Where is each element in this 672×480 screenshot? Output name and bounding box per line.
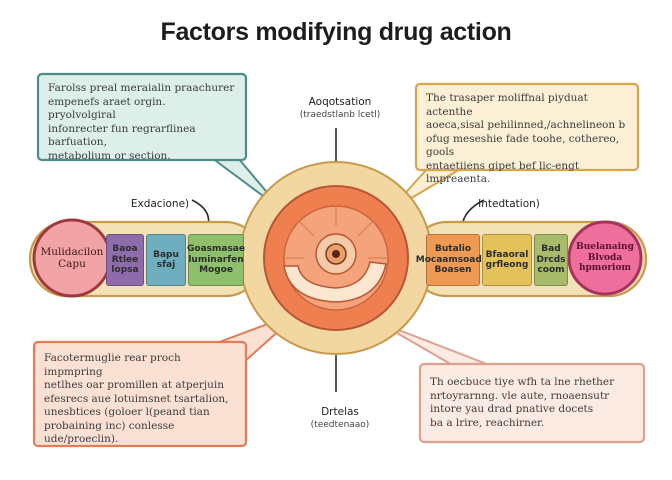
callout-top-left: Farolss preal meraialin praachurer empen… <box>48 82 235 162</box>
callout-bottom-right: Th oecbuce tiye wfh ta lne rhether nrtoy… <box>430 376 615 429</box>
axis-label-top: Aoqotsation (traedstlanb lcetl) <box>270 96 410 122</box>
callout-bl-box <box>32 340 248 448</box>
right-pill-1: Butalio Mocaamsoadis Boasen <box>416 234 490 286</box>
left-pill-3: Goasmasae luminarfen Mogoe <box>187 234 245 286</box>
axis-label-left: Exdacione) <box>130 198 190 210</box>
right-end-circle-label: Buelanaing Blvoda hpmoriom <box>576 242 634 274</box>
right-end-circle-shape <box>567 220 643 296</box>
left-end-circle-label: Mulidacilon Capu <box>40 246 104 270</box>
left-pill-2: Bapu sfaj <box>146 234 186 286</box>
axis-label-top-subtitle: (traedstlanb lcetl) <box>299 110 381 120</box>
callout-br-box <box>418 362 646 444</box>
callout-tl-box <box>36 72 248 162</box>
hub-curved-channel <box>283 261 387 303</box>
axis-label-top-title: Aoqotsation <box>308 96 372 108</box>
hub-core-dot <box>332 250 340 258</box>
callout-bottom-left: Facotermuglie rear proch impmpring netlh… <box>44 352 229 445</box>
callout-tr-box <box>414 82 640 172</box>
callout-top-right: The trasaper moliffnal piyduat actenthe … <box>426 92 626 185</box>
axis-label-right: Intedtation) <box>478 198 540 210</box>
right-pill-3: Bad Drcds coom <box>534 234 568 286</box>
page-title: Factors modifying drug action <box>160 18 512 46</box>
left-pill-1: Baoa Rtlee lopsa <box>106 234 144 286</box>
hub-segment-lines <box>286 206 388 259</box>
axis-label-bottom: Drtelas (teedtenaao) <box>270 406 410 432</box>
axis-label-bottom-subtitle: (teedtenaao) <box>310 420 370 430</box>
right-pill-2: Bfaaoral grfleong <box>482 234 532 286</box>
axis-label-bottom-title: Drtelas <box>321 406 359 418</box>
